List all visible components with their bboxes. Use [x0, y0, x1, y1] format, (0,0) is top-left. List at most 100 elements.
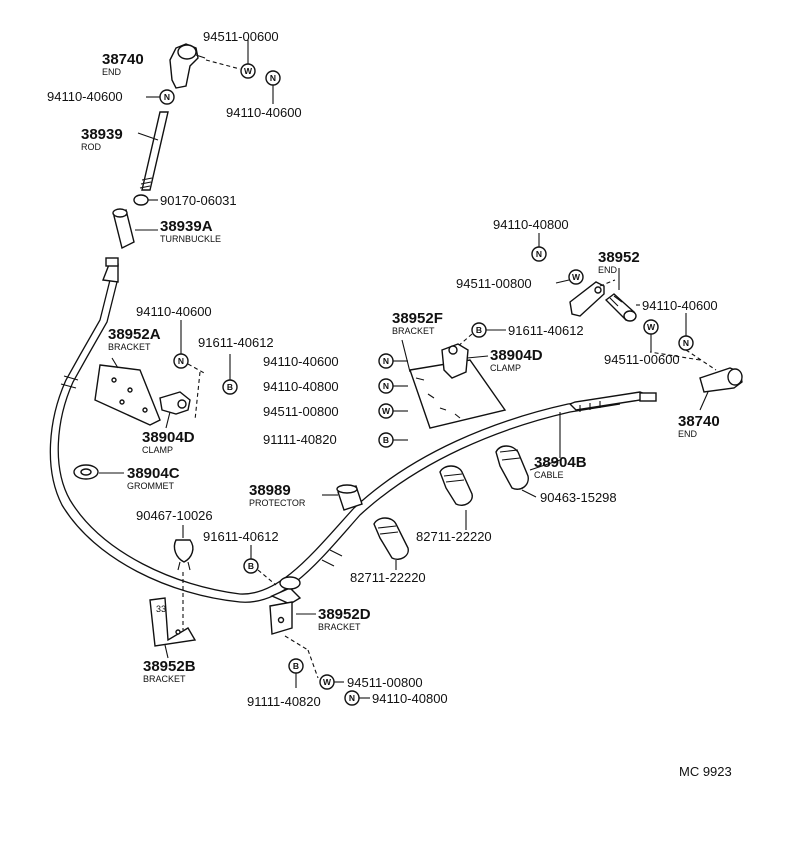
part-number: 38952B	[143, 658, 196, 675]
part-caption: END	[678, 429, 698, 439]
part-number: 91111-40820	[263, 432, 337, 447]
svg-text:B: B	[476, 325, 482, 335]
cable-clip-90463	[495, 445, 529, 490]
svg-text:W: W	[647, 322, 656, 332]
part-number: 38904D	[490, 347, 543, 364]
bracket-38952b: 33	[149, 597, 197, 647]
bolt-icon: B	[378, 432, 394, 448]
part-number: 94110-40800	[372, 691, 448, 706]
part-caption: ROD	[81, 142, 102, 152]
clamp-82711-a	[439, 465, 473, 506]
end-bracket-38952	[569, 281, 605, 317]
washer-icon: W	[643, 319, 659, 335]
turnbuckle-38939a	[112, 208, 135, 250]
svg-text:N: N	[349, 693, 355, 703]
part-number: 38952D	[318, 606, 371, 623]
part-number: 94110-40600	[263, 354, 339, 369]
svg-text:N: N	[164, 92, 170, 102]
clamp-38904d-right	[441, 343, 469, 379]
part-caption: CLAMP	[490, 363, 521, 373]
part-number: 82711-22220	[416, 529, 492, 544]
part-number: 38989	[249, 482, 291, 499]
parking-brake-cable	[49, 257, 657, 603]
clamp-38904d-left	[159, 391, 191, 415]
svg-text:W: W	[244, 66, 253, 76]
clip-90467	[173, 539, 194, 571]
nut-icon: N	[265, 70, 281, 86]
part-number: 38904D	[142, 429, 195, 446]
svg-text:B: B	[248, 561, 254, 571]
part-number: 91611-40612	[198, 335, 274, 350]
part-caption: PROTECTOR	[249, 498, 306, 508]
end-38740-top	[169, 43, 199, 89]
part-caption: BRACKET	[108, 342, 151, 352]
washer-icon: W	[568, 269, 584, 285]
part-number: 91611-40612	[508, 323, 584, 338]
svg-text:B: B	[383, 435, 389, 445]
part-number: 94110-40800	[263, 379, 339, 394]
part-number: 94511-00800	[347, 675, 423, 690]
labels: 38740 END 94511-00600 94110-40600 94110-…	[47, 29, 732, 779]
part-number: 94511-00800	[456, 276, 532, 291]
svg-text:W: W	[323, 677, 332, 687]
nut-icon: N	[344, 690, 360, 706]
svg-text:N: N	[178, 356, 184, 366]
bolt-icon: B	[288, 658, 304, 674]
washer-icon: W	[240, 63, 256, 79]
nut-icon: N	[531, 246, 547, 262]
part-number: 91111-40820	[247, 694, 321, 709]
part-caption: BRACKET	[143, 674, 186, 684]
svg-text:B: B	[293, 661, 299, 671]
svg-text:B: B	[227, 382, 233, 392]
part-caption: BRACKET	[318, 622, 361, 632]
part-number: 94511-00600	[203, 29, 279, 44]
washer-icon: W	[378, 403, 394, 419]
part-number: 38904B	[534, 454, 587, 471]
washer-icon: W	[319, 674, 335, 690]
svg-text:W: W	[382, 406, 391, 416]
svg-text:N: N	[270, 73, 276, 83]
part-number: 38740	[678, 413, 720, 430]
svg-text:N: N	[383, 381, 389, 391]
part-number: 94110-40600	[226, 105, 302, 120]
rod-nut	[133, 194, 149, 206]
part-number: 94511-00800	[263, 404, 339, 419]
part-number: 94110-40600	[136, 304, 212, 319]
svg-text:33: 33	[156, 604, 166, 614]
bracket-38952a	[94, 364, 161, 426]
part-number: 90463-15298	[540, 490, 617, 505]
diagram-id: MC 9923	[679, 764, 732, 779]
part-number: 94511-00600	[604, 352, 680, 367]
part-number: 82711-22220	[350, 570, 426, 585]
part-number: 38939	[81, 126, 123, 143]
svg-text:N: N	[536, 249, 542, 259]
bracket-38952d	[269, 576, 302, 635]
nut-icon: N	[678, 335, 694, 351]
part-caption: END	[102, 67, 122, 77]
bolt-icon: B	[222, 379, 238, 395]
end-38740-right	[699, 367, 743, 393]
part-number: 94110-40600	[642, 298, 718, 313]
clamp-82711-b	[373, 517, 409, 560]
part-number: 38939A	[160, 218, 213, 235]
bolt-icon: B	[243, 558, 259, 574]
bolt-icon: B	[471, 322, 487, 338]
part-caption: TURNBUCKLE	[160, 234, 221, 244]
part-number: 94110-40600	[47, 89, 123, 104]
part-number: 38952	[598, 249, 640, 266]
part-caption: BRACKET	[392, 326, 435, 336]
part-number: 38904C	[127, 465, 180, 482]
part-number: 91611-40612	[203, 529, 279, 544]
nut-icon: N	[378, 378, 394, 394]
svg-text:N: N	[383, 356, 389, 366]
rod-38939	[139, 111, 169, 191]
part-number: 38952F	[392, 310, 443, 327]
part-caption: CABLE	[534, 470, 564, 480]
part-caption: CLAMP	[142, 445, 173, 455]
part-number: 38740	[102, 51, 144, 68]
pin-bolt	[604, 293, 637, 322]
svg-text:W: W	[572, 272, 581, 282]
part-number: 90170-06031	[160, 193, 237, 208]
part-number: 94110-40800	[493, 217, 569, 232]
